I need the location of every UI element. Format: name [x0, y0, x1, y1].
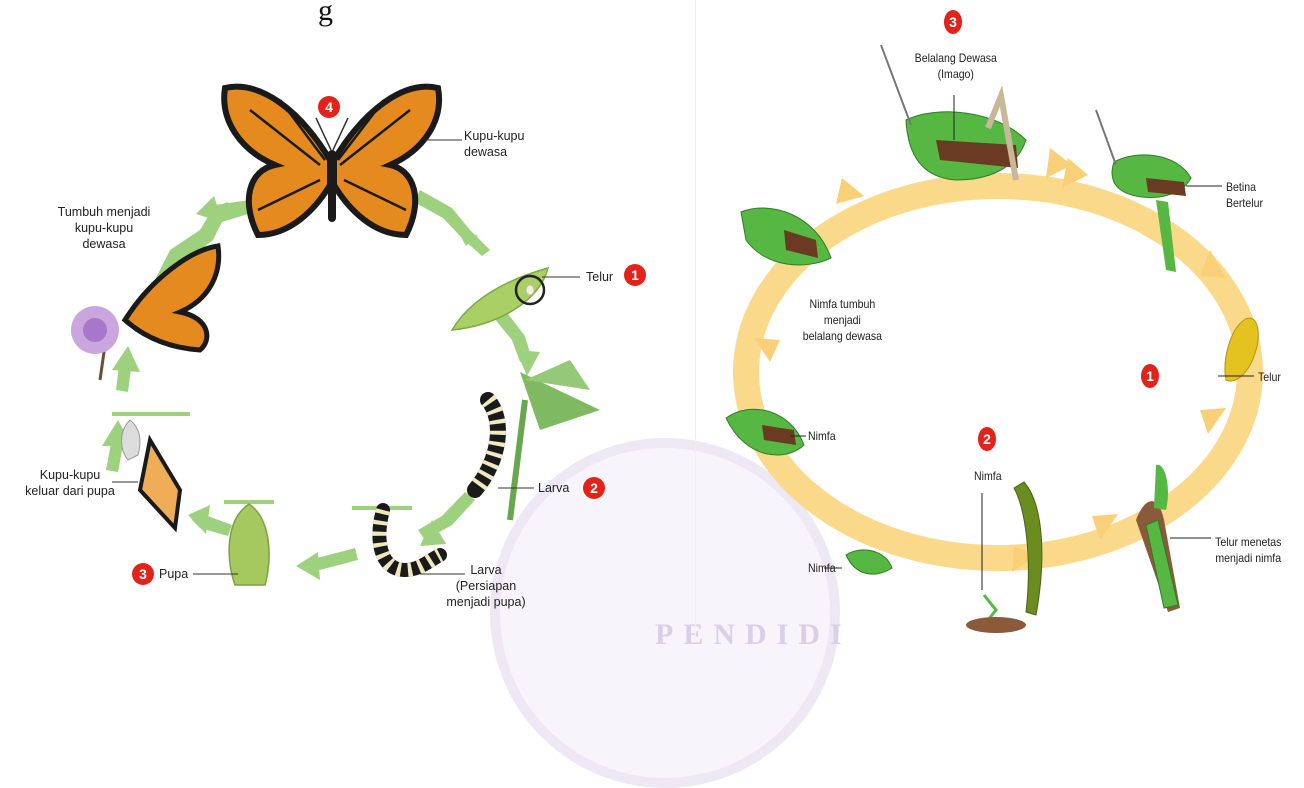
stage-number-badge: 2	[978, 427, 996, 451]
stage-label-small-nymph: Nimfa	[808, 560, 836, 576]
arrowhead	[516, 350, 540, 376]
stage-label-pupa: Pupa	[159, 566, 188, 582]
stage-label-medium-nymph: Nimfa	[808, 428, 836, 444]
stage-number-badge: 1	[1141, 364, 1159, 388]
butterfly-on-flower-illustration	[71, 246, 219, 380]
arrowhead	[112, 346, 140, 372]
arrow-segment	[414, 190, 490, 256]
stage-label-growing-butterfly: Tumbuh menjadi kupu-kupu dewasa	[44, 204, 164, 252]
butterfly-life-cycle-diagram: 4 Kupu-kupu dewasa Telur 1 Larva 2 Larva…	[0, 0, 696, 640]
stage-number-badge: 3	[944, 10, 962, 34]
stage-label-adult-grasshopper: Belalang Dewasa (Imago)	[910, 50, 1002, 82]
chrysalis-pupa-illustration	[224, 500, 274, 585]
large-nymph-illustration	[741, 208, 831, 265]
small-nymph-illustration	[846, 550, 892, 574]
caterpillar-larva-illustration	[475, 360, 600, 520]
stage-number-badge: 4	[318, 96, 340, 118]
arrowhead	[296, 552, 320, 580]
stage-label-nymph-grows: Nimfa tumbuh menjadi belalang dewasa	[794, 296, 891, 344]
stage-number-badge: 1	[624, 264, 646, 286]
stage-label-female-laying-eggs: Betina Bertelur	[1226, 179, 1295, 211]
stage-number-badge: 3	[132, 563, 154, 585]
stage-label-larva: Larva	[538, 480, 569, 496]
stage-label-egg: Telur	[586, 269, 613, 285]
stage-label-emerging-butterfly: Kupu-kupu keluar dari pupa	[10, 467, 130, 499]
stage-label-nymph-main: Nimfa	[974, 468, 1002, 484]
stage-number-badge: 2	[583, 477, 605, 499]
stage-label-eggs-hatch: Telur menetas menjadi nimfa	[1206, 534, 1290, 566]
stage-label-eggs: Telur	[1258, 369, 1281, 385]
stage-label-prepupal-larva: Larva (Persiapan menjadi pupa)	[436, 562, 536, 610]
grasshopper-life-cycle-diagram: 3 Belalang Dewasa (Imago) Betina Bertelu…	[696, 0, 1304, 640]
butterfly-cycle-art	[0, 0, 696, 640]
stage-label-adult-butterfly: Kupu-kupu dewasa	[464, 128, 524, 160]
medium-nymph-illustration	[726, 409, 804, 455]
